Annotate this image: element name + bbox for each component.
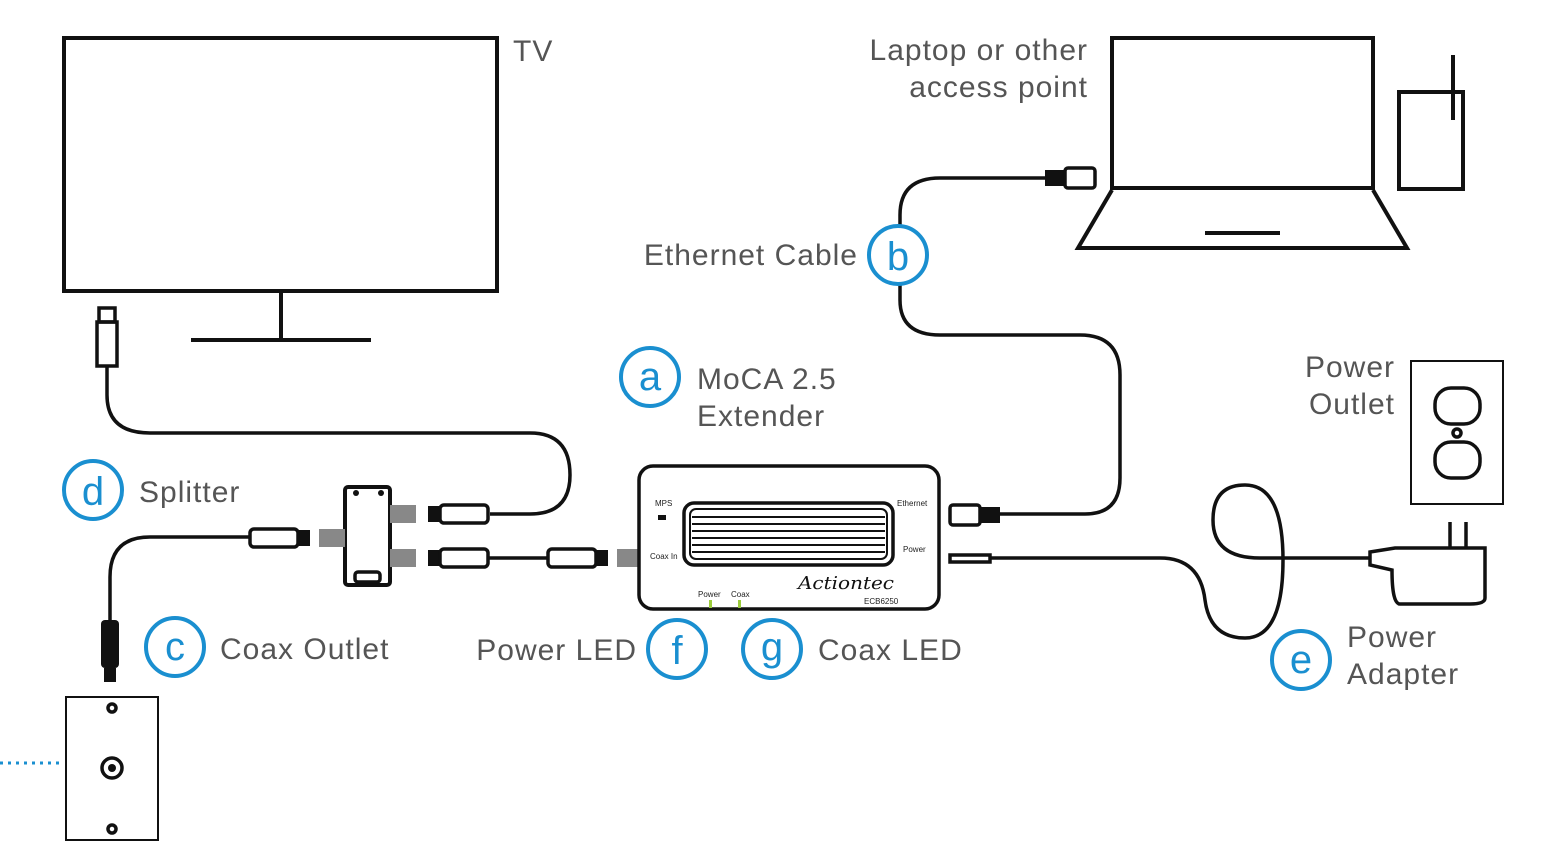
tv-coax-cable: [95, 306, 572, 525]
svg-text:a: a: [639, 355, 662, 399]
coax-wall-outlet: [0, 696, 159, 841]
coax-led-callout-label: Coax LED: [818, 634, 963, 667]
coax-outlet-label: Coax Outlet: [220, 633, 389, 666]
svg-text:c: c: [165, 625, 185, 669]
power-led: [709, 600, 712, 608]
svg-text:e: e: [1290, 638, 1312, 682]
power-adapter-label-line2: Adapter: [1347, 658, 1459, 691]
power-led-callout-label: Power LED: [476, 634, 637, 667]
splitter: [319, 485, 416, 587]
svg-text:d: d: [82, 470, 104, 514]
mps-label: MPS: [655, 499, 672, 508]
mps-button[interactable]: [658, 515, 666, 520]
extender-label-line2: Extender: [697, 400, 825, 433]
power-outlet: [1410, 360, 1504, 505]
tv-label: TV: [513, 35, 553, 68]
power-led-label: Power: [698, 590, 721, 599]
svg-text:g: g: [761, 625, 783, 669]
badge-d: d: [62, 459, 124, 521]
coax-led: [738, 600, 741, 608]
power-outlet-label-line1: Power: [1305, 351, 1395, 384]
svg-text:f: f: [671, 629, 683, 673]
svg-text:b: b: [887, 235, 909, 279]
coax-led-label: Coax: [731, 590, 750, 599]
splitter-to-extender-cable: [428, 547, 639, 569]
laptop: [1074, 36, 1411, 250]
brand-logo: Actiontec: [796, 573, 894, 594]
badge-b: b: [867, 224, 929, 286]
model-number: ECB6250: [864, 597, 899, 606]
badge-c: c: [144, 616, 206, 678]
badge-g: g: [741, 618, 803, 680]
ethernet-cable-label: Ethernet Cable: [644, 239, 858, 272]
outlet-coax-cable: [101, 527, 310, 682]
badge-a: a: [619, 346, 681, 408]
power-port-label: Power: [903, 545, 926, 554]
power-outlet-label-line2: Outlet: [1309, 388, 1395, 421]
tv: [62, 36, 499, 342]
ethernet-cable: [898, 166, 1122, 527]
laptop-label-line1: Laptop or other: [870, 34, 1088, 67]
badge-f: f: [646, 618, 708, 680]
badge-e: e: [1270, 629, 1332, 691]
access-point: [1397, 55, 1465, 191]
power-adapter-label-line1: Power: [1347, 621, 1437, 654]
moca-extender: MPS Coax In Ethernet Power Power Coax Ac…: [637, 464, 941, 611]
ethernet-port-label: Ethernet: [897, 499, 928, 508]
coax-in-label: Coax In: [650, 552, 678, 561]
extender-label-line1: MoCA 2.5: [697, 363, 837, 396]
splitter-label: Splitter: [139, 476, 240, 509]
power-adapter-cable: [948, 483, 1487, 640]
laptop-label-line2: access point: [909, 71, 1088, 104]
